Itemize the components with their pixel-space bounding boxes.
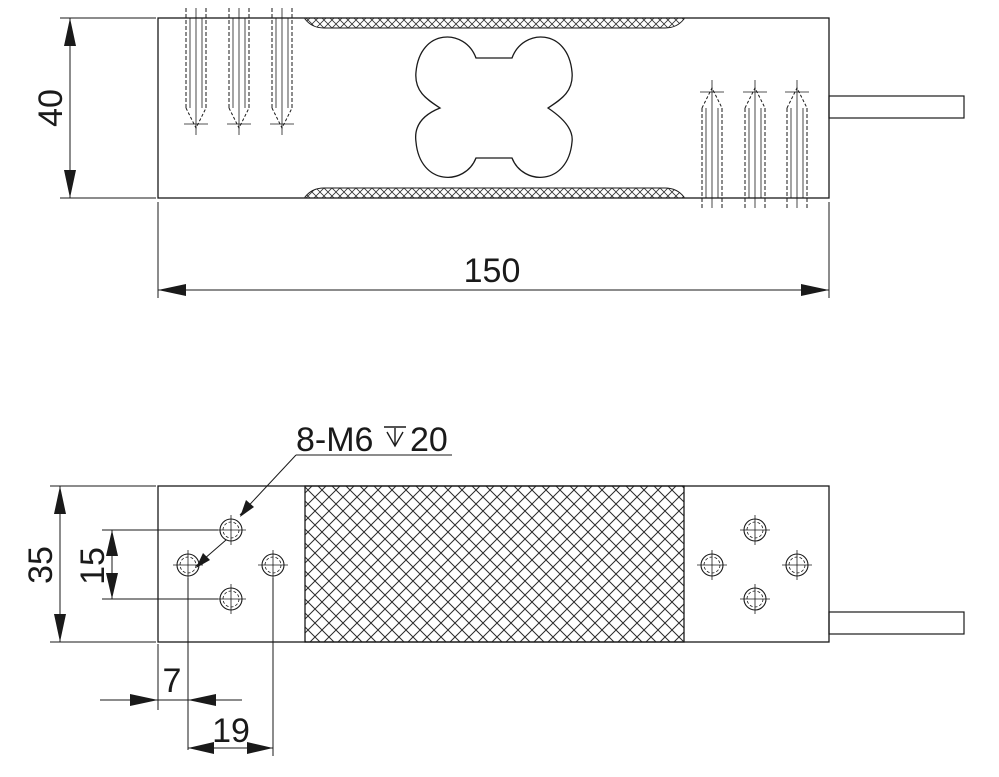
mounting-hole — [740, 515, 770, 545]
length-dimension-label: 150 — [464, 252, 521, 290]
top-view: 8-M6 20 35 15 — [22, 421, 965, 756]
dimension-edge-offset: 7 — [100, 578, 242, 750]
front-view: 40 150 — [32, 8, 965, 298]
mounting-hole — [216, 515, 246, 545]
thread-hole — [184, 8, 208, 135]
dimension-length: 150 — [157, 202, 830, 298]
edge-offset-dimension-label: 7 — [163, 662, 182, 700]
thread-hole — [785, 80, 809, 208]
thread-callout-label: 8-M6 — [296, 421, 373, 459]
hole-spacing-dimension-label: 15 — [74, 547, 112, 585]
depth-symbol-icon — [384, 426, 406, 448]
mounting-hole — [782, 550, 812, 580]
left-mounting-holes — [173, 515, 288, 614]
dimension-hole-spacing: 15 — [74, 529, 218, 600]
mounting-hole — [258, 550, 288, 580]
thread-hole — [270, 8, 294, 135]
hole-offset-dimension-label: 19 — [212, 712, 250, 750]
dimension-hole-offset: 19 — [188, 578, 274, 756]
height-dimension-label: 40 — [32, 89, 70, 127]
thread-depth-label: 20 — [410, 421, 448, 459]
strain-gauge-area — [304, 485, 685, 643]
thread-callout: 8-M6 20 — [195, 421, 452, 568]
dimension-width: 35 — [22, 485, 156, 643]
top-strain-area — [304, 17, 685, 29]
dimension-height: 40 — [32, 17, 156, 199]
right-mounting-holes — [697, 515, 812, 614]
thread-hole — [700, 80, 724, 208]
top-cable — [828, 611, 965, 635]
thread-hole — [743, 80, 767, 208]
mounting-hole — [173, 550, 203, 580]
mounting-hole — [697, 550, 727, 580]
left-threaded-holes — [184, 8, 294, 135]
width-dimension-label: 35 — [22, 546, 60, 584]
mounting-hole — [216, 584, 246, 614]
front-cable — [828, 95, 965, 119]
bottom-strain-area — [304, 187, 685, 199]
right-threaded-holes — [700, 80, 809, 208]
thread-hole — [227, 8, 251, 135]
mounting-hole — [740, 584, 770, 614]
binocular-cutout — [414, 36, 573, 178]
